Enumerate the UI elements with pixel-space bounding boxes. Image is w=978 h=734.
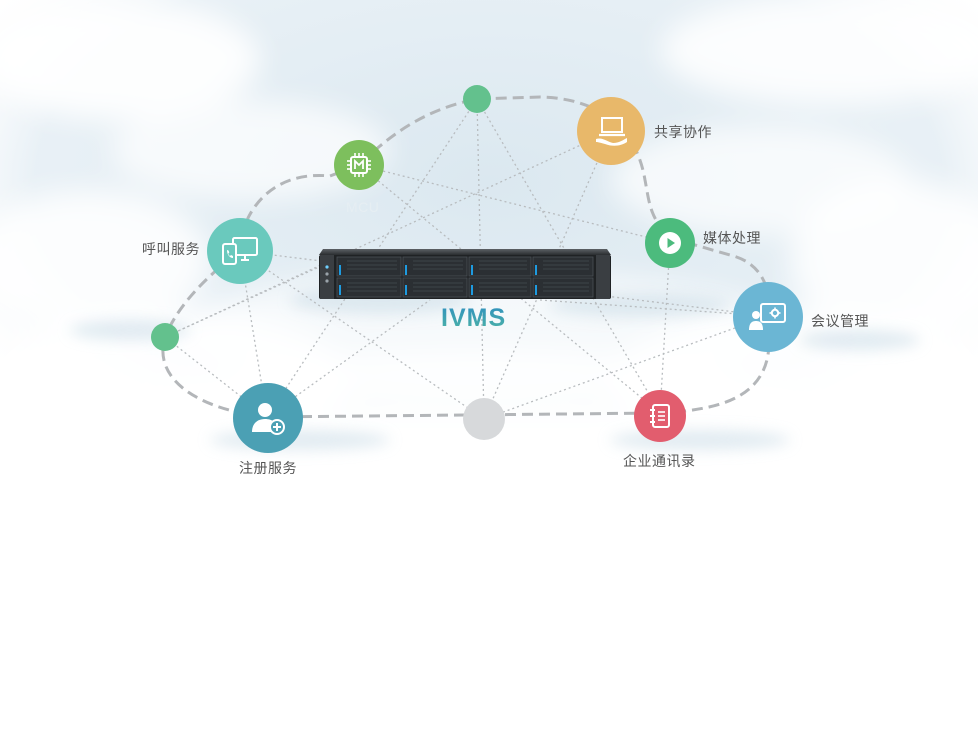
phone-screen-icon bbox=[222, 237, 258, 265]
green-dot-top bbox=[463, 85, 491, 113]
cloud-ring bbox=[161, 95, 773, 419]
node-register-label: 注册服务 bbox=[239, 460, 297, 476]
green-dot-left bbox=[151, 323, 179, 351]
node-share[interactable] bbox=[577, 97, 645, 165]
laptop-hand-icon bbox=[596, 117, 627, 146]
node-call-label: 呼叫服务 bbox=[142, 241, 200, 257]
node-media[interactable] bbox=[645, 218, 695, 268]
node-mcu[interactable] bbox=[334, 140, 384, 190]
node-register[interactable] bbox=[233, 383, 303, 453]
gray-dot-bottom bbox=[463, 398, 505, 440]
address-book-icon bbox=[650, 404, 670, 428]
node-conference-label: 会议管理 bbox=[811, 313, 869, 329]
play-icon bbox=[659, 232, 681, 254]
presenter-settings-icon bbox=[749, 303, 786, 330]
node-call[interactable] bbox=[207, 218, 273, 284]
node-conference[interactable] bbox=[733, 282, 803, 352]
user-add-icon bbox=[252, 403, 285, 435]
node-mcu-label: MCU bbox=[346, 199, 380, 215]
node-media-label: 媒体处理 bbox=[703, 230, 761, 246]
server-rack-image bbox=[319, 249, 611, 299]
chip-icon bbox=[347, 153, 371, 177]
node-addressbook-label: 企业通讯录 bbox=[623, 453, 696, 469]
node-addressbook[interactable] bbox=[634, 390, 686, 442]
center-title: IVMS bbox=[441, 304, 507, 332]
node-share-label: 共享协作 bbox=[654, 124, 712, 140]
